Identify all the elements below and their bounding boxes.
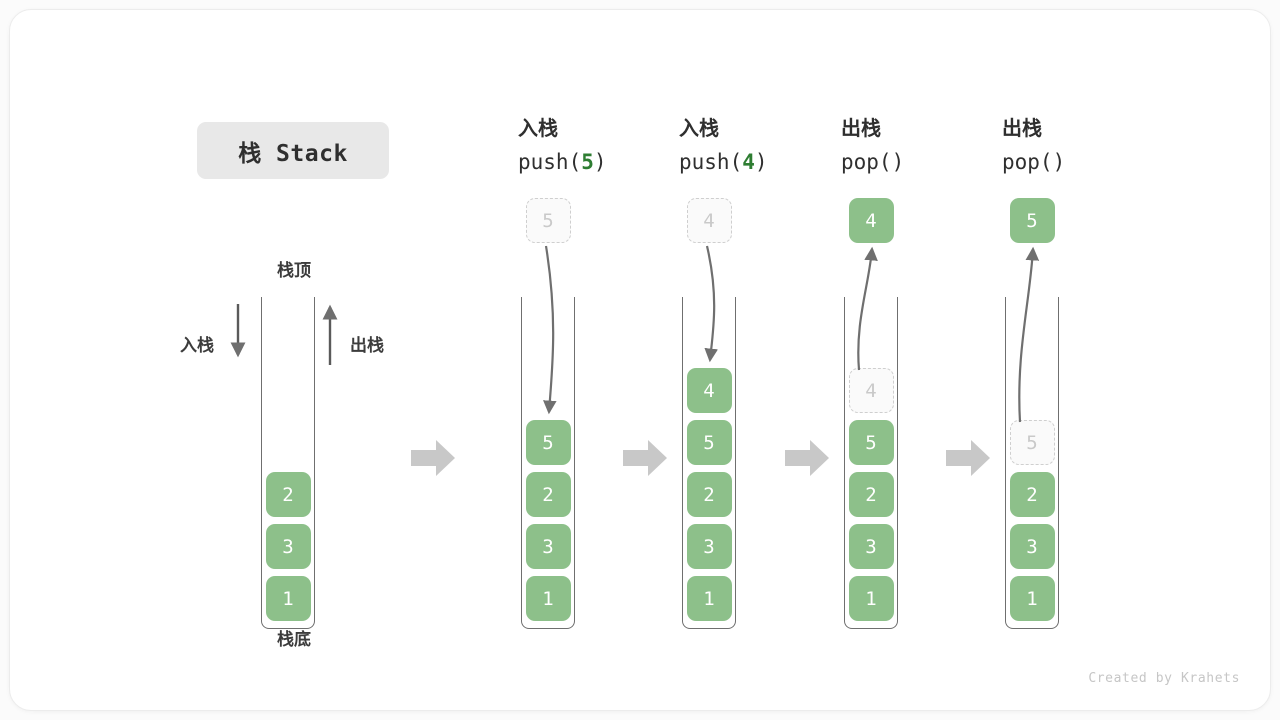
stack-cell-push-5-3: 1 [525, 576, 571, 621]
stack-cell-initial-1: 3 [265, 524, 311, 569]
stack-cell-push-5-2: 3 [525, 524, 571, 569]
stack-container-pop-5 [1005, 297, 1059, 629]
column-header-cn: 入栈 [679, 118, 719, 140]
stack-cell-pop-5-0: 5 [1009, 420, 1055, 465]
push-label: 入栈 [180, 336, 214, 355]
flow-arrow-2 [623, 438, 667, 478]
stack-top-label: 栈顶 [277, 261, 311, 280]
column-header-pop-4: 出栈 pop() [841, 115, 1011, 177]
column-header-push-4: 入栈 push(4) [679, 115, 849, 177]
flow-arrow-3 [785, 438, 829, 478]
stack-cell-push-4-0: 4 [686, 368, 732, 413]
stack-cell-initial-2: 1 [265, 576, 311, 621]
floating-element-push-5: 5 [525, 198, 571, 243]
floating-element-push-4: 4 [686, 198, 732, 243]
flow-arrow-4 [946, 438, 990, 478]
stack-cell-pop-4-0: 4 [848, 368, 894, 413]
stack-cell-push-4-4: 1 [686, 576, 732, 621]
column-header-cn: 出栈 [841, 118, 881, 140]
stack-container-initial [261, 297, 315, 629]
column-header-code: pop() [1002, 150, 1066, 174]
stack-cell-pop-4-4: 1 [848, 576, 894, 621]
diagram-title-chip: 栈 Stack [197, 122, 389, 179]
stack-cell-pop-5-3: 1 [1009, 576, 1055, 621]
stack-cell-pop-5-2: 3 [1009, 524, 1055, 569]
column-header-arg: 5 [581, 150, 594, 174]
column-header-arg: 4 [742, 150, 755, 174]
stack-cell-push-5-0: 5 [525, 420, 571, 465]
stack-cell-push-5-1: 2 [525, 472, 571, 517]
stack-container-push-5 [521, 297, 575, 629]
page-title: 栈 Stack [238, 140, 348, 167]
column-header-code: push(5) [518, 150, 607, 174]
column-header-cn: 入栈 [518, 118, 558, 140]
column-header-cn: 出栈 [1002, 118, 1042, 140]
floating-element-pop-4: 4 [848, 198, 894, 243]
stack-cell-push-4-3: 3 [686, 524, 732, 569]
stack-cell-pop-5-1: 2 [1009, 472, 1055, 517]
column-header-pop-5: 出栈 pop() [1002, 115, 1172, 177]
stack-container-pop-4 [844, 297, 898, 629]
stack-container-push-4 [682, 297, 736, 629]
stack-bottom-label: 栈底 [277, 630, 311, 649]
flow-arrow-1 [411, 438, 455, 478]
stack-cell-pop-4-2: 2 [848, 472, 894, 517]
column-header-push-5: 入栈 push(5) [518, 115, 688, 177]
pop-label: 出栈 [350, 336, 384, 355]
stack-cell-initial-0: 2 [265, 472, 311, 517]
stack-cell-pop-4-3: 3 [848, 524, 894, 569]
column-header-code: push(4) [679, 150, 768, 174]
column-header-code: pop() [841, 150, 905, 174]
stack-cell-pop-4-1: 5 [848, 420, 894, 465]
stack-cell-push-4-1: 5 [686, 420, 732, 465]
stack-cell-push-4-2: 2 [686, 472, 732, 517]
floating-element-pop-5: 5 [1009, 198, 1055, 243]
watermark: Created by Krahets [1088, 671, 1240, 686]
